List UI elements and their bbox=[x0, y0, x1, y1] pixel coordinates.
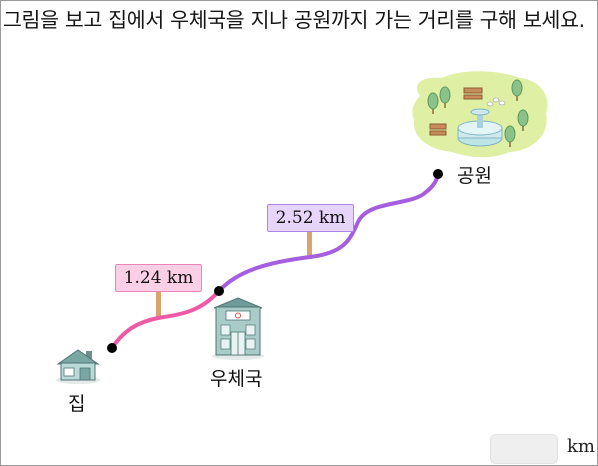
question-text: 그림을 보고 집에서 우체국을 지나 공원까지 가는 거리를 구해 보세요. bbox=[3, 8, 585, 32]
park-label: 공원 bbox=[457, 165, 492, 187]
answer-input[interactable] bbox=[490, 434, 558, 464]
home-label: 집 bbox=[68, 393, 86, 415]
distance-sign-post-office-to-park: 2.52 km bbox=[267, 204, 354, 232]
sign-post bbox=[156, 288, 161, 318]
route-home-to-post-office bbox=[110, 289, 221, 350]
post-office-label: 우체국 bbox=[210, 368, 263, 390]
house-icon bbox=[56, 349, 100, 384]
route-post-office-to-park bbox=[217, 172, 440, 293]
park-point bbox=[433, 169, 443, 179]
answer-unit: km bbox=[567, 436, 595, 457]
post-office-point bbox=[214, 286, 224, 296]
distance-sign-home-to-post-office: 1.24 km bbox=[115, 264, 202, 292]
sign-post bbox=[307, 229, 312, 259]
post-office-icon bbox=[212, 297, 264, 360]
home-point bbox=[107, 343, 117, 353]
park-illustration bbox=[412, 71, 548, 158]
